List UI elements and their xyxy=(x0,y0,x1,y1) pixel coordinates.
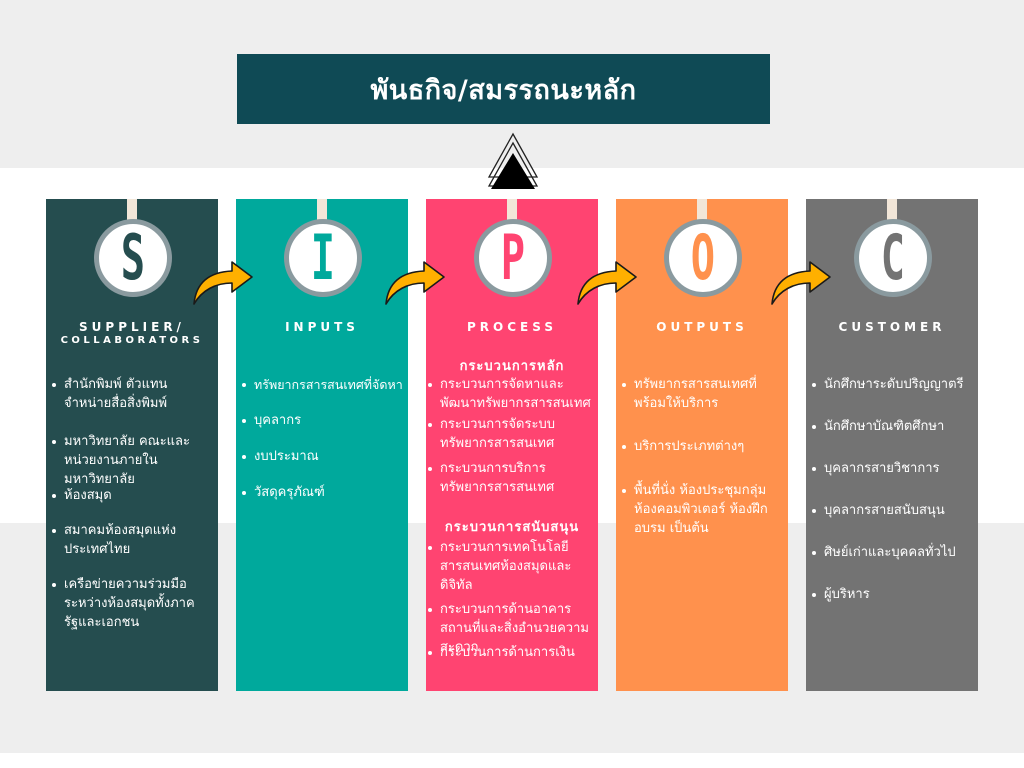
column-tab xyxy=(317,199,327,227)
list-item: ผู้บริหาร xyxy=(806,585,978,604)
list-item: บุคลากรสายสนับสนุน xyxy=(806,501,978,520)
list-item: งบประมาณ xyxy=(236,447,406,466)
process-letter-badge: P xyxy=(474,219,552,297)
supplier-letter-badge: S xyxy=(94,219,172,297)
page-title: พันธกิจ/สมรรถนะหลัก xyxy=(237,54,770,124)
customer-letter: C xyxy=(880,221,906,295)
triangle-up-icon xyxy=(487,132,539,189)
outputs-heading: OUTPUTS xyxy=(656,320,748,334)
outputs-letter-badge: O xyxy=(664,219,742,297)
list-item: กระบวนการจัดระบบทรัพยากรสารสนเทศ xyxy=(426,415,582,453)
supplier-column: S SUPPLIER/ COLLABORATORS สำนักพิมพ์ ตัว… xyxy=(46,199,218,691)
process-column: P PROCESS กระบวนการหลัก กระบวนการจัดหาแล… xyxy=(426,199,598,691)
list-item: นักศึกษาระดับปริญญาตรี xyxy=(806,375,978,394)
list-item: บุคลากรสายวิชาการ xyxy=(806,459,978,478)
customer-column: C CUSTOMER นักศึกษาระดับปริญญาตรี นักศึก… xyxy=(806,199,978,691)
list-item: สมาคมห้องสมุดแห่งประเทศไทย xyxy=(46,521,186,559)
supplier-heading-text: SUPPLIER/ xyxy=(79,320,185,334)
curved-arrow-icon xyxy=(385,261,445,305)
list-item: บุคลากร xyxy=(236,411,406,430)
inputs-letter-badge: I xyxy=(284,219,362,297)
list-item: พื้นที่นั่ง ห้องประชุมกลุ่ม ห้องคอมพิวเต… xyxy=(616,481,784,538)
support-process-heading: กระบวนการสนับสนุน xyxy=(444,520,580,535)
list-item: กระบวนการบริการ ทรัพยากรสารสนเทศ xyxy=(426,459,572,497)
supplier-heading-sub: COLLABORATORS xyxy=(60,335,204,346)
list-item: ทรัพยากรสารสนเทศที่จัดหา xyxy=(236,375,408,394)
core-process-heading: กระบวนการหลัก xyxy=(459,359,565,374)
list-item: นักศึกษาบัณฑิตศึกษา xyxy=(806,417,978,436)
list-item: กระบวนการด้านอาคารสถานที่และสิ่งอำนวยควา… xyxy=(426,600,594,657)
outputs-letter: O xyxy=(690,221,716,295)
column-tab xyxy=(127,199,137,227)
column-tab xyxy=(887,199,897,227)
list-item: วัสดุครุภัณฑ์ xyxy=(236,483,406,502)
list-item: มหาวิทยาลัย คณะและหน่วยงานภายในมหาวิทยาล… xyxy=(46,432,214,489)
process-heading: PROCESS xyxy=(467,320,557,334)
list-item: ศิษย์เก่าและบุคคลทั่วไป xyxy=(806,543,978,562)
list-item: สำนักพิมพ์ ตัวแทนจำหน่ายสื่อสิ่งพิมพ์ xyxy=(46,375,214,413)
list-item: ห้องสมุด xyxy=(46,486,214,505)
curved-arrow-icon xyxy=(771,261,831,305)
list-item: ทรัพยากรสารสนเทศที่พร้อมให้บริการ xyxy=(616,375,788,413)
list-item: กระบวนการเทคโนโลยีสารสนเทศห้องสมุดและดิจ… xyxy=(426,538,572,595)
inputs-letter: I xyxy=(310,221,336,295)
outputs-column: O OUTPUTS ทรัพยากรสารสนเทศที่พร้อมให้บริ… xyxy=(616,199,788,691)
supplier-letter: S xyxy=(120,221,146,295)
column-tab xyxy=(697,199,707,227)
curved-arrow-icon xyxy=(193,261,253,305)
list-item: กระบวนการจัดหาและพัฒนาทรัพยากรสารสนเทศ xyxy=(426,375,594,413)
list-item: กระบวนการด้านการเงิน xyxy=(426,643,594,662)
list-item: บริการประเภทต่างๆ xyxy=(616,437,788,456)
customer-letter-badge: C xyxy=(854,219,932,297)
customer-heading: CUSTOMER xyxy=(838,320,946,334)
process-letter: P xyxy=(500,221,526,295)
inputs-heading: INPUTS xyxy=(285,320,359,334)
curved-arrow-icon xyxy=(577,261,637,305)
list-item: เครือข่ายความร่วมมือระหว่างห้องสมุดทั้งภ… xyxy=(46,575,196,632)
column-tab xyxy=(507,199,517,227)
inputs-column: I INPUTS ทรัพยากรสารสนเทศที่จัดหา บุคลาก… xyxy=(236,199,408,691)
supplier-heading: SUPPLIER/ COLLABORATORS xyxy=(46,320,218,348)
